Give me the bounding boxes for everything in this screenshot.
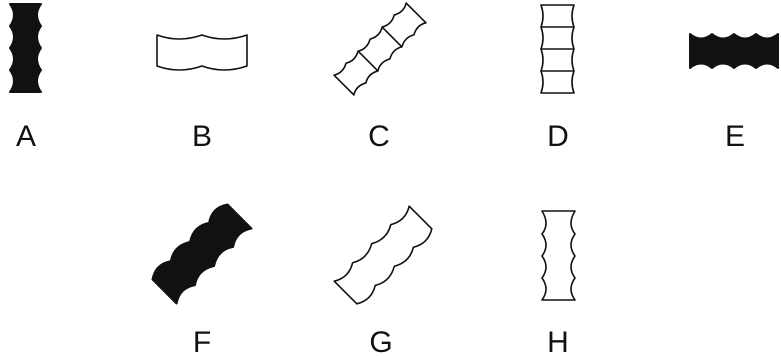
- shape-a-body: [9, 3, 42, 93]
- shape-g: G: [333, 205, 433, 356]
- shape-c: C: [333, 2, 427, 153]
- shape-e-body: [689, 33, 779, 69]
- shape-g-letter: G: [369, 326, 392, 356]
- shape-h-letter: H: [547, 326, 569, 356]
- shape-f-body: [151, 203, 253, 305]
- shape-h: H: [541, 210, 576, 356]
- shape-d-letter: D: [547, 120, 569, 153]
- shape-c-divider: [357, 50, 379, 72]
- shape-f-letter: F: [193, 326, 211, 356]
- shape-c-letter: C: [368, 120, 390, 153]
- shape-g-body: [333, 205, 433, 305]
- shape-c-body: [333, 2, 427, 96]
- shape-a-letter: A: [16, 120, 36, 153]
- shape-b-letter: B: [192, 120, 212, 153]
- shape-f: F: [151, 203, 253, 356]
- shape-d-body: [540, 4, 575, 94]
- shape-e-letter: E: [725, 120, 745, 153]
- shape-a: A: [9, 3, 42, 153]
- shape-e: E: [689, 33, 779, 153]
- shape-b: B: [156, 34, 248, 153]
- shape-h-body: [541, 210, 576, 301]
- shape-d: D: [540, 4, 575, 153]
- shape-c-divider: [381, 26, 403, 48]
- shape-b-body: [156, 34, 248, 71]
